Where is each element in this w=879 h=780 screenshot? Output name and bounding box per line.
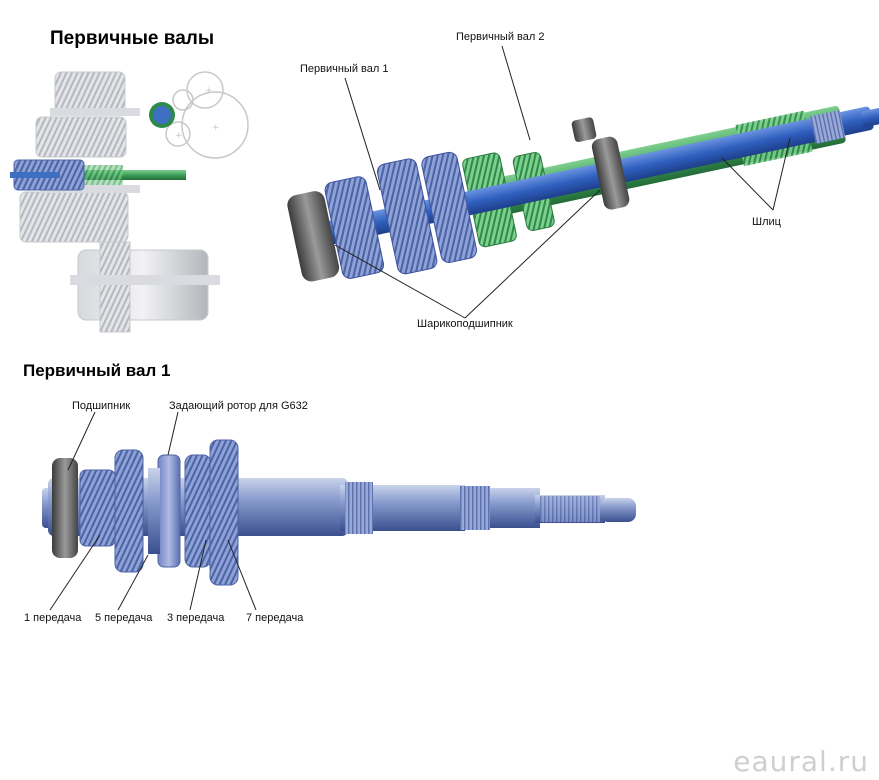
section-title-input-shaft-1: Первичный вал 1	[23, 361, 171, 380]
label-gear-1: 1 передача	[24, 612, 82, 624]
label-ball-bearing: Шарикоподшипник	[417, 318, 513, 330]
svg-text:+: +	[212, 123, 220, 133]
top-leader-lines	[334, 45, 791, 319]
bearing	[52, 458, 78, 558]
label-input-shaft-2: Первичный вал 2	[456, 31, 545, 43]
spline-band-2	[460, 486, 490, 530]
label-gear-7: 7 передача	[246, 612, 304, 624]
rotor-g632	[157, 454, 181, 568]
label-rotor-g632: Задающий ротор для G632	[169, 400, 308, 412]
svg-text:+: +	[205, 86, 213, 96]
watermark-text: eaural.ru	[733, 745, 869, 778]
ball-bearing-rear	[591, 136, 630, 210]
svg-text:+: +	[175, 131, 183, 141]
gearbox-layout-thumbnail: + + +	[10, 71, 249, 333]
label-bearing: Подшипник	[72, 400, 131, 412]
label-input-shaft-1: Первичный вал 1	[300, 63, 389, 75]
spline-band-1	[345, 482, 373, 534]
label-gear-3: 3 передача	[167, 612, 225, 624]
section-title-input-shafts: Первичные валы	[50, 28, 215, 49]
input-shafts-cutaway	[287, 105, 879, 282]
gear-3	[184, 454, 212, 568]
label-splines: Шлиц	[752, 216, 781, 228]
label-gear-5: 5 передача	[95, 612, 153, 624]
gear-7	[209, 439, 239, 586]
gear-5	[114, 449, 144, 573]
ball-bearing-front	[287, 191, 340, 282]
bottom-leader-lines	[49, 411, 257, 611]
gear-1	[79, 469, 116, 547]
input-shaft-1-drawing	[42, 439, 636, 586]
